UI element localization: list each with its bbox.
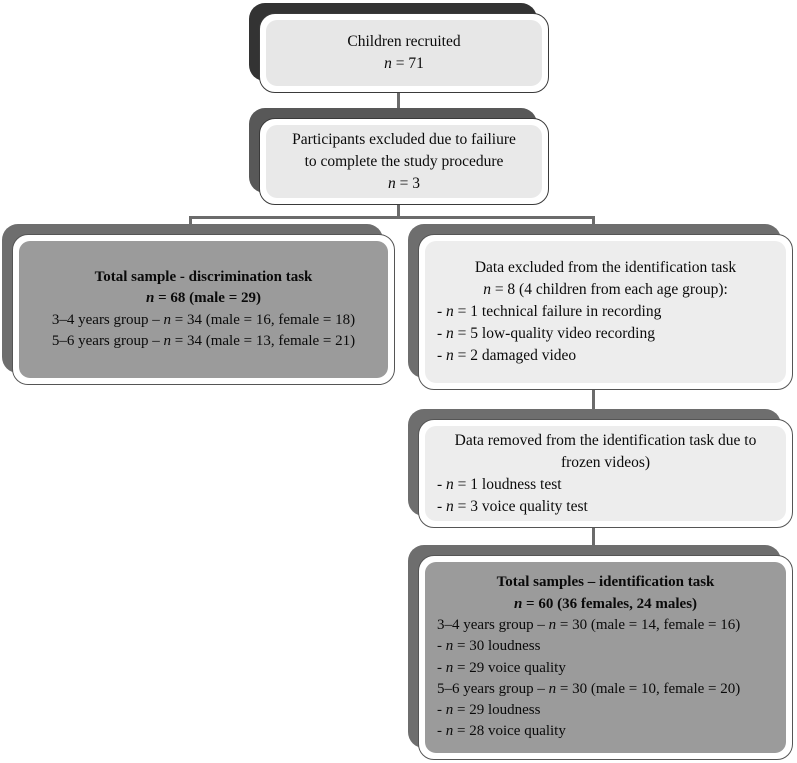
node-face: Data removed from the identification tas… bbox=[418, 419, 793, 528]
node-line: - n = 28 voice quality bbox=[437, 723, 566, 740]
node-children-recruited: Children recruited n = 71 bbox=[249, 3, 549, 93]
node-content: Total sample - discrimination task n = 6… bbox=[19, 241, 388, 378]
connector-excluded-stem bbox=[397, 203, 400, 219]
connector-split-bar bbox=[189, 216, 595, 219]
node-line: Participants excluded due to failiure bbox=[292, 130, 516, 148]
node-participants-excluded: Participants excluded due to failiure to… bbox=[249, 108, 549, 205]
node-content: Data removed from the identification tas… bbox=[425, 426, 786, 521]
node-line: n = 68 (male = 29) bbox=[146, 290, 261, 307]
node-title: Total sample - discrimination task bbox=[94, 268, 313, 285]
node-content: Data excluded from the identification ta… bbox=[425, 241, 786, 383]
node-face: Participants excluded due to failiure to… bbox=[259, 118, 549, 205]
node-line: - n = 30 loudness bbox=[437, 638, 541, 655]
connector-split-left-drop bbox=[189, 216, 192, 230]
node-title: Total samples – identification task bbox=[496, 574, 715, 591]
node-line: 3–4 years group – n = 30 (male = 14, fem… bbox=[437, 616, 741, 633]
node-face: Total samples – identification task n = … bbox=[418, 555, 793, 760]
node-content: Children recruited n = 71 bbox=[266, 20, 542, 86]
node-face: Total sample - discrimination task n = 6… bbox=[12, 234, 395, 385]
node-line: - n = 1 technical failure in recording bbox=[437, 303, 662, 320]
node-data-removed-frozen-videos: Data removed from the identification tas… bbox=[408, 409, 793, 528]
node-face: Children recruited n = 71 bbox=[259, 13, 549, 93]
node-line: n = 3 bbox=[388, 174, 420, 192]
node-line: Children recruited bbox=[347, 33, 461, 50]
connector-frozen-to-identification bbox=[592, 524, 595, 551]
node-total-sample-discrimination: Total sample - discrimination task n = 6… bbox=[2, 224, 395, 385]
node-line: 5–6 years group – n = 34 (male = 13, fem… bbox=[51, 332, 356, 349]
node-line: 5–6 years group – n = 30 (male = 10, fem… bbox=[437, 680, 741, 697]
connector-split-right-drop bbox=[592, 216, 595, 230]
node-line: n = 8 (4 children from each age group): bbox=[483, 281, 728, 298]
node-line: n = 60 (36 females, 24 males) bbox=[513, 595, 698, 612]
node-title: Data excluded from the identification ta… bbox=[474, 259, 737, 276]
node-line: - n = 2 damaged video bbox=[437, 347, 577, 364]
node-line: frozen videos) bbox=[560, 453, 651, 471]
connector-recruited-to-excluded bbox=[397, 88, 400, 113]
node-line: 3–4 years group – n = 34 (male = 16, fem… bbox=[51, 311, 356, 328]
connector-dataexcl-to-frozen bbox=[592, 386, 595, 414]
node-face: Data excluded from the identification ta… bbox=[418, 234, 793, 390]
node-content: Participants excluded due to failiure to… bbox=[266, 125, 542, 198]
node-line: - n = 29 loudness bbox=[437, 702, 541, 719]
node-data-excluded-identification: Data excluded from the identification ta… bbox=[408, 224, 793, 390]
node-line: n = 71 bbox=[384, 55, 424, 72]
node-line: to complete the study procedure bbox=[304, 152, 504, 170]
node-title: Data removed from the identification tas… bbox=[454, 431, 757, 449]
node-line: - n = 3 voice quality test bbox=[437, 497, 588, 515]
node-line: - n = 29 voice quality bbox=[437, 659, 566, 676]
node-total-samples-identification: Total samples – identification task n = … bbox=[408, 545, 793, 760]
node-content: Total samples – identification task n = … bbox=[425, 562, 786, 753]
node-line: - n = 1 loudness test bbox=[437, 475, 562, 493]
node-line: - n = 5 low-quality video recording bbox=[437, 325, 655, 342]
